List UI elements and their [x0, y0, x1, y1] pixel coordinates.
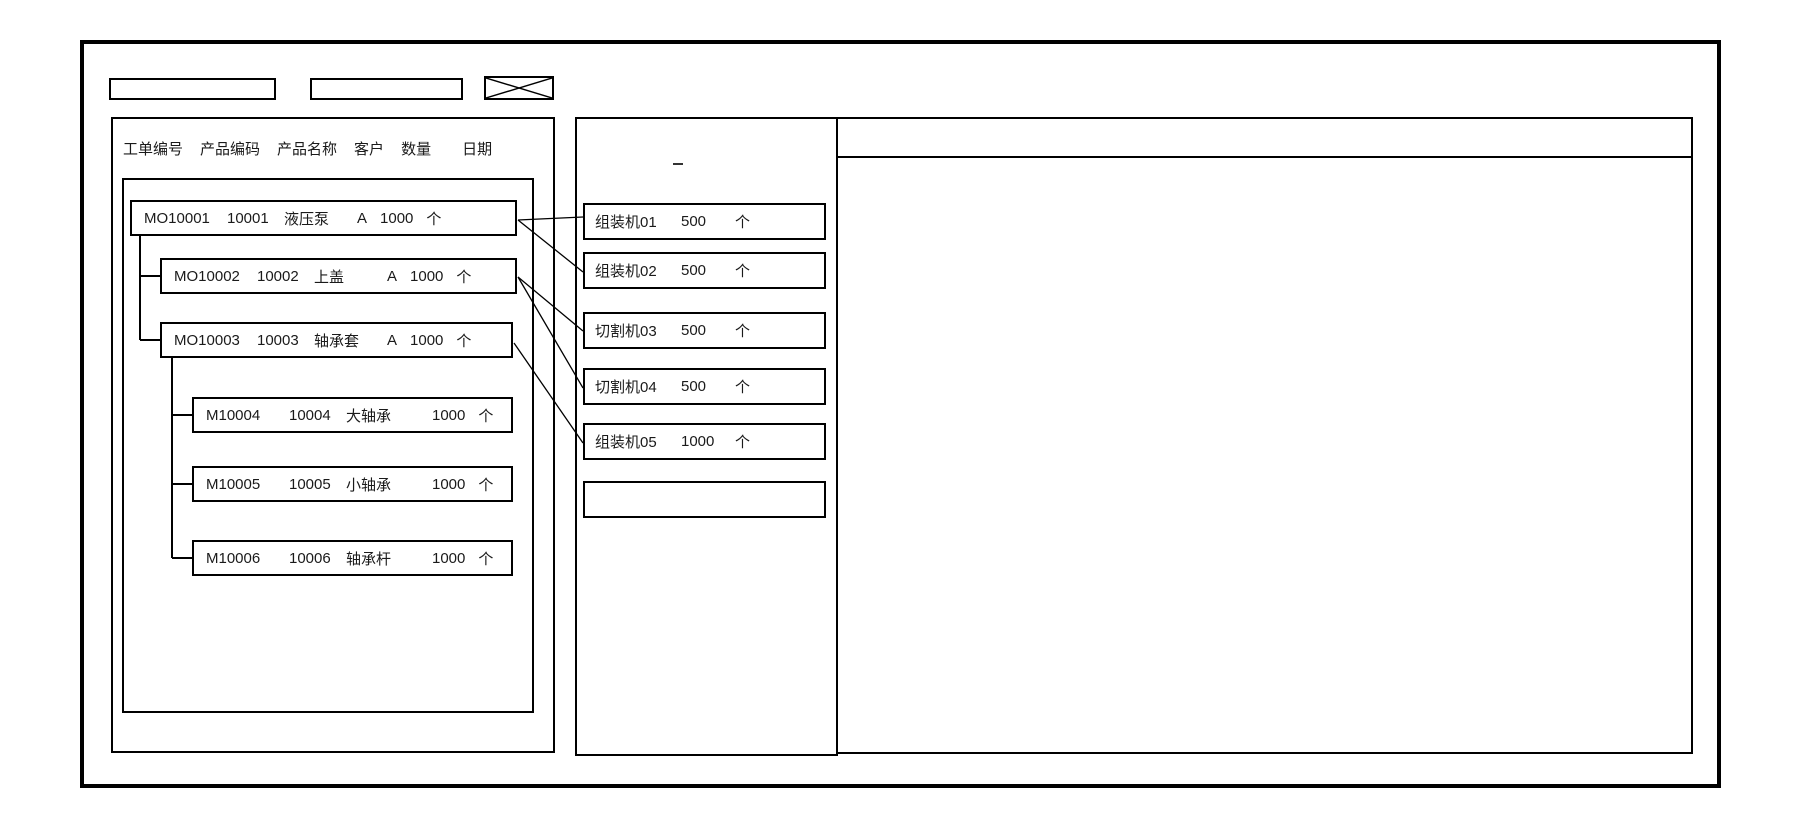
product-code: 10004	[289, 406, 331, 424]
product-name: 大轴承	[346, 407, 392, 425]
col-header-customer: 客户	[354, 141, 385, 158]
order-node-mo10003[interactable]: MO10003 10003 轴承套 A 1000 个	[160, 322, 513, 358]
machine-unit: 个	[735, 379, 751, 396]
detail-panel-header-divider	[838, 156, 1691, 158]
app-window: 工单编号 产品编码 产品名称 客户 数量 日期 MO10001 10001 液压…	[80, 40, 1721, 788]
toolbar-field-2[interactable]	[310, 78, 463, 100]
product-name: 轴承套	[314, 332, 360, 350]
detail-panel	[838, 117, 1693, 754]
unit: 个	[478, 476, 494, 494]
machine-qty: 1000	[681, 433, 715, 450]
order-no: MO10003	[174, 331, 240, 349]
qty: 1000	[432, 406, 466, 424]
unit: 个	[456, 268, 472, 286]
col-header-product-code: 产品编码	[200, 141, 261, 158]
customer: A	[387, 331, 398, 349]
unit: 个	[478, 550, 494, 568]
machine-item-05[interactable]: 组装机05 1000 个	[583, 423, 826, 460]
machine-name: 切割机04	[595, 379, 657, 396]
order-node-mo10002[interactable]: MO10002 10002 上盖 A 1000 个	[160, 258, 517, 294]
product-name: 上盖	[314, 268, 345, 286]
machine-item-02[interactable]: 组装机02 500 个	[583, 252, 826, 289]
machine-item-empty[interactable]	[583, 481, 826, 518]
col-header-date: 日期	[462, 141, 493, 158]
x-mark-icon	[486, 78, 552, 98]
product-code: 10003	[257, 331, 299, 349]
machine-item-03[interactable]: 切割机03 500 个	[583, 312, 826, 349]
order-no: MO10002	[174, 267, 240, 285]
customer: A	[357, 209, 368, 227]
product-name: 小轴承	[346, 476, 392, 494]
machine-unit: 个	[735, 214, 751, 231]
order-no: MO10001	[144, 209, 210, 227]
machine-name: 组装机05	[595, 434, 657, 451]
machine-unit: 个	[735, 434, 751, 451]
machine-name: 组装机01	[595, 214, 657, 231]
product-code: 10006	[289, 549, 331, 567]
machine-qty: 500	[681, 213, 707, 230]
machine-unit: 个	[735, 263, 751, 280]
qty: 1000	[410, 267, 444, 285]
unit: 个	[478, 407, 494, 425]
machine-name: 切割机03	[595, 323, 657, 340]
qty: 1000	[432, 475, 466, 493]
order-tree-container	[122, 178, 534, 713]
machine-name: 组装机02	[595, 263, 657, 280]
product-code: 10001	[227, 209, 269, 227]
dash-mark	[673, 163, 683, 165]
product-code: 10005	[289, 475, 331, 493]
machine-item-01[interactable]: 组装机01 500 个	[583, 203, 826, 240]
product-code: 10002	[257, 267, 299, 285]
order-no: M10005	[206, 475, 261, 493]
qty: 1000	[380, 209, 414, 227]
order-node-mo10001[interactable]: MO10001 10001 液压泵 A 1000 个	[130, 200, 517, 236]
order-node-m10004[interactable]: M10004 10004 大轴承 1000 个	[192, 397, 513, 433]
order-node-m10006[interactable]: M10006 10006 轴承杆 1000 个	[192, 540, 513, 576]
col-header-order-no: 工单编号	[123, 141, 184, 158]
machine-qty: 500	[681, 322, 707, 339]
customer: A	[387, 267, 398, 285]
machine-item-04[interactable]: 切割机04 500 个	[583, 368, 826, 405]
product-name: 轴承杆	[346, 550, 392, 568]
order-no: M10006	[206, 549, 261, 567]
qty: 1000	[432, 549, 466, 567]
toolbar-field-1[interactable]	[109, 78, 276, 100]
col-header-qty: 数量	[401, 141, 432, 158]
order-node-m10005[interactable]: M10005 10005 小轴承 1000 个	[192, 466, 513, 502]
machine-unit: 个	[735, 323, 751, 340]
machine-qty: 500	[681, 262, 707, 279]
col-header-product-name: 产品名称	[277, 141, 338, 158]
qty: 1000	[410, 331, 444, 349]
crossed-box-icon[interactable]	[484, 76, 554, 100]
order-no: M10004	[206, 406, 261, 424]
product-name: 液压泵	[284, 210, 330, 228]
unit: 个	[456, 332, 472, 350]
column-header-row: 工单编号 产品编码 产品名称 客户 数量 日期	[123, 138, 492, 159]
unit: 个	[426, 210, 442, 228]
machine-qty: 500	[681, 378, 707, 395]
